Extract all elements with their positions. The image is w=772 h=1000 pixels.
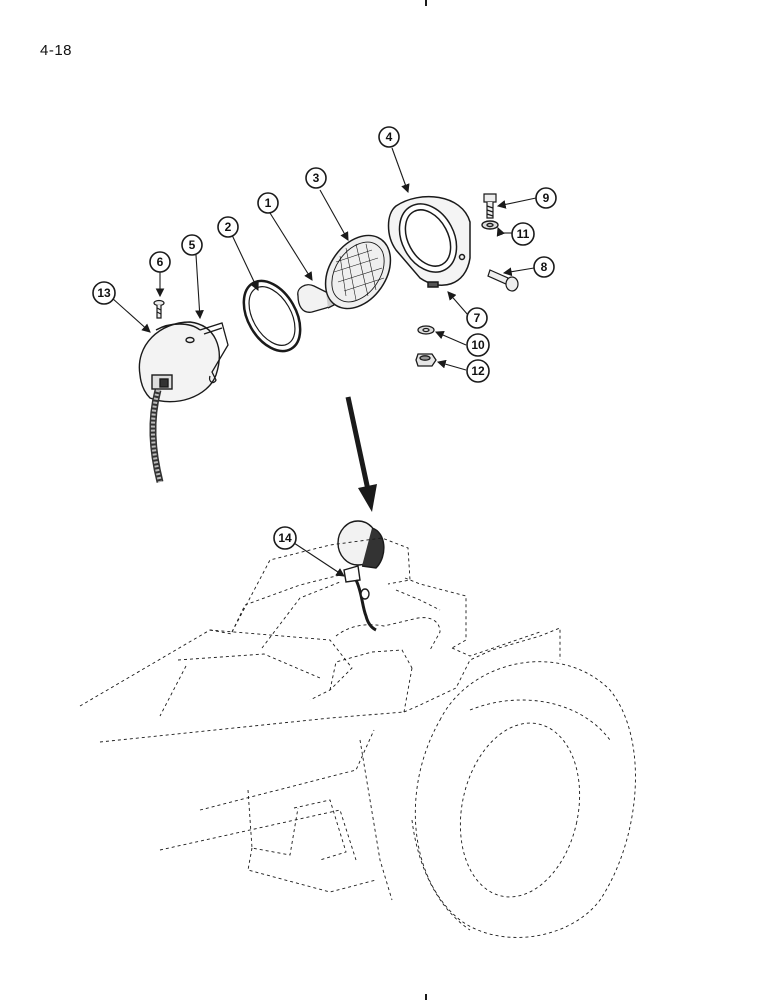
leader-lines xyxy=(111,147,537,577)
callout-set: 1 2 3 4 5 6 7 8 9 10 11 12 13 14 xyxy=(92,126,557,550)
callout-6: 6 xyxy=(149,251,171,273)
callout-1: 1 xyxy=(257,192,279,214)
svg-text:2: 2 xyxy=(225,220,232,234)
callout-7: 7 xyxy=(466,307,488,329)
page-number: 4-18 xyxy=(40,42,73,59)
svg-text:9: 9 xyxy=(543,191,550,205)
lock-washer-part xyxy=(481,220,499,230)
svg-text:11: 11 xyxy=(517,227,530,241)
callout-8: 8 xyxy=(533,256,555,278)
svg-text:5: 5 xyxy=(189,238,196,252)
carriage-bolt-part xyxy=(487,269,519,292)
flat-washer-part xyxy=(417,325,435,335)
svg-text:13: 13 xyxy=(97,286,111,300)
callout-14: 14 xyxy=(273,526,297,550)
svg-text:12: 12 xyxy=(471,364,485,378)
bolt-part xyxy=(483,193,497,219)
screw-part xyxy=(153,299,165,319)
installed-lamp xyxy=(337,520,385,632)
svg-text:6: 6 xyxy=(157,255,164,269)
mounting-bracket-part xyxy=(199,322,229,384)
lens-part xyxy=(324,234,392,310)
gasket-ring-part xyxy=(242,279,302,353)
callout-2: 2 xyxy=(217,216,239,238)
callout-3: 3 xyxy=(305,167,327,189)
svg-text:3: 3 xyxy=(313,171,320,185)
callout-13: 13 xyxy=(92,281,116,305)
callout-4: 4 xyxy=(378,126,400,148)
hex-nut-part xyxy=(415,353,437,367)
callout-10: 10 xyxy=(466,333,490,357)
svg-text:10: 10 xyxy=(471,338,485,352)
callout-12: 12 xyxy=(466,359,490,383)
lamp-bezel-part xyxy=(387,195,471,288)
svg-text:7: 7 xyxy=(474,311,481,325)
lamp-housing-part xyxy=(138,321,220,483)
svg-text:1: 1 xyxy=(265,196,272,210)
callout-9: 9 xyxy=(535,187,557,209)
assembly-direction-arrow xyxy=(345,396,377,512)
svg-text:4: 4 xyxy=(386,130,393,144)
svg-text:8: 8 xyxy=(541,260,548,274)
svg-text:14: 14 xyxy=(278,531,292,545)
callout-5: 5 xyxy=(181,234,203,256)
tractor-outline xyxy=(79,537,636,938)
callout-11: 11 xyxy=(511,222,535,246)
